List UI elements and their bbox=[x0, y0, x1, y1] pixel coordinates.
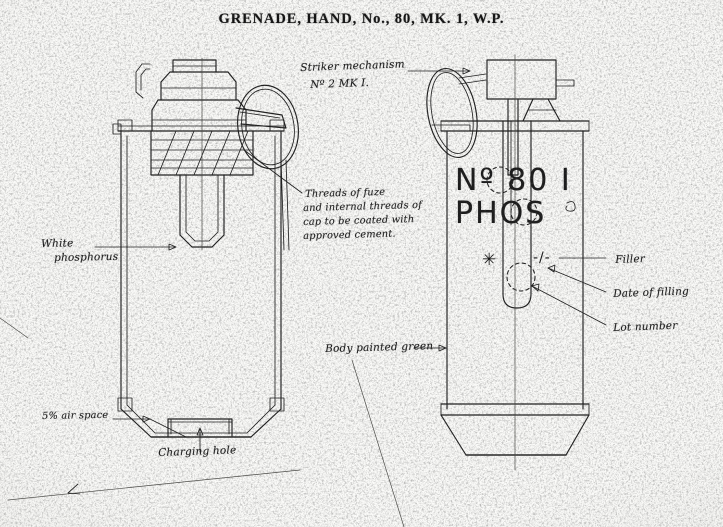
leader-bodypaint-diagonal bbox=[352, 360, 404, 527]
leader-date bbox=[548, 268, 606, 292]
curl-mark bbox=[566, 202, 575, 212]
left-side-nub bbox=[113, 124, 121, 134]
right-external-view bbox=[420, 55, 589, 470]
stray-corner-line bbox=[0, 318, 28, 338]
left-safety-ring-outer bbox=[232, 81, 304, 173]
body-stencil-designation: Nº 80 I bbox=[455, 163, 572, 198]
annotation-threads-line1: Threads of fuze bbox=[305, 186, 386, 200]
leader-lot bbox=[532, 286, 606, 325]
left-safety-pin-tail bbox=[281, 160, 289, 250]
left-top-lug-left bbox=[118, 120, 132, 131]
body-stencil-filling: PHOS bbox=[455, 196, 547, 231]
right-striker-block bbox=[487, 60, 556, 99]
annotation-phosphorus-line1: White bbox=[41, 237, 74, 250]
annotation-lot-number: Lot number bbox=[613, 319, 678, 334]
annotation-date-of-filling: Date of filling bbox=[613, 285, 690, 300]
annotation-threads-line4: approved cement. bbox=[303, 228, 396, 242]
right-striker-tab bbox=[556, 80, 574, 86]
left-top-lug-right bbox=[270, 120, 284, 131]
left-bottom-lug-left bbox=[118, 398, 132, 411]
left-bottom-lug-right bbox=[270, 398, 284, 411]
annotation-air-space: 5% air space bbox=[42, 409, 109, 422]
left-striker-housing bbox=[161, 72, 236, 100]
leader-date-arrow bbox=[548, 265, 555, 272]
annotation-charging-hole: Charging hole bbox=[158, 444, 237, 459]
left-sectional-view bbox=[113, 58, 304, 437]
filler-asterisk-mark: ✳ bbox=[482, 250, 497, 270]
right-pin-cross bbox=[432, 125, 470, 131]
annotation-striker-line2: Nº 2 MK I. bbox=[310, 76, 370, 91]
right-safety-ring-outer bbox=[420, 64, 484, 162]
date-of-filling-mark: -/- bbox=[533, 250, 551, 266]
annotation-phosphorus-line2: phosphorus bbox=[54, 250, 119, 264]
annotation-filler: Filler bbox=[615, 252, 646, 266]
left-cap-hook-inner bbox=[141, 69, 150, 90]
stray-diagonal-line bbox=[8, 470, 300, 500]
